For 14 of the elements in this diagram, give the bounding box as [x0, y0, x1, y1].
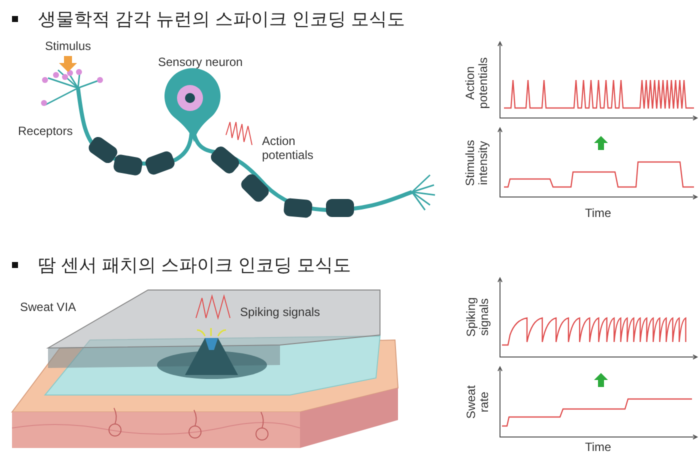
axis-label: Sweat rate: [465, 384, 491, 421]
axis-label: Stimulus intensity: [464, 139, 490, 188]
heading: 생물학적 감각 뉴런의 스파이크 인코딩 모식도: [38, 8, 406, 30]
label: Spiking signals: [240, 305, 320, 319]
heading: 땀 센서 패치의 스파이크 인코딩 모식도: [38, 254, 352, 276]
label: Stimulus: [45, 39, 92, 53]
label: Time: [585, 440, 612, 454]
axis-label: Action potentials: [464, 56, 490, 111]
axis-label: Spiking signals: [465, 296, 491, 339]
label: Sweat VIA: [20, 300, 76, 314]
label: Sensory neuron: [158, 55, 243, 69]
label: Receptors: [18, 124, 73, 138]
label: Action potentials: [262, 134, 314, 162]
label: Time: [585, 206, 612, 220]
